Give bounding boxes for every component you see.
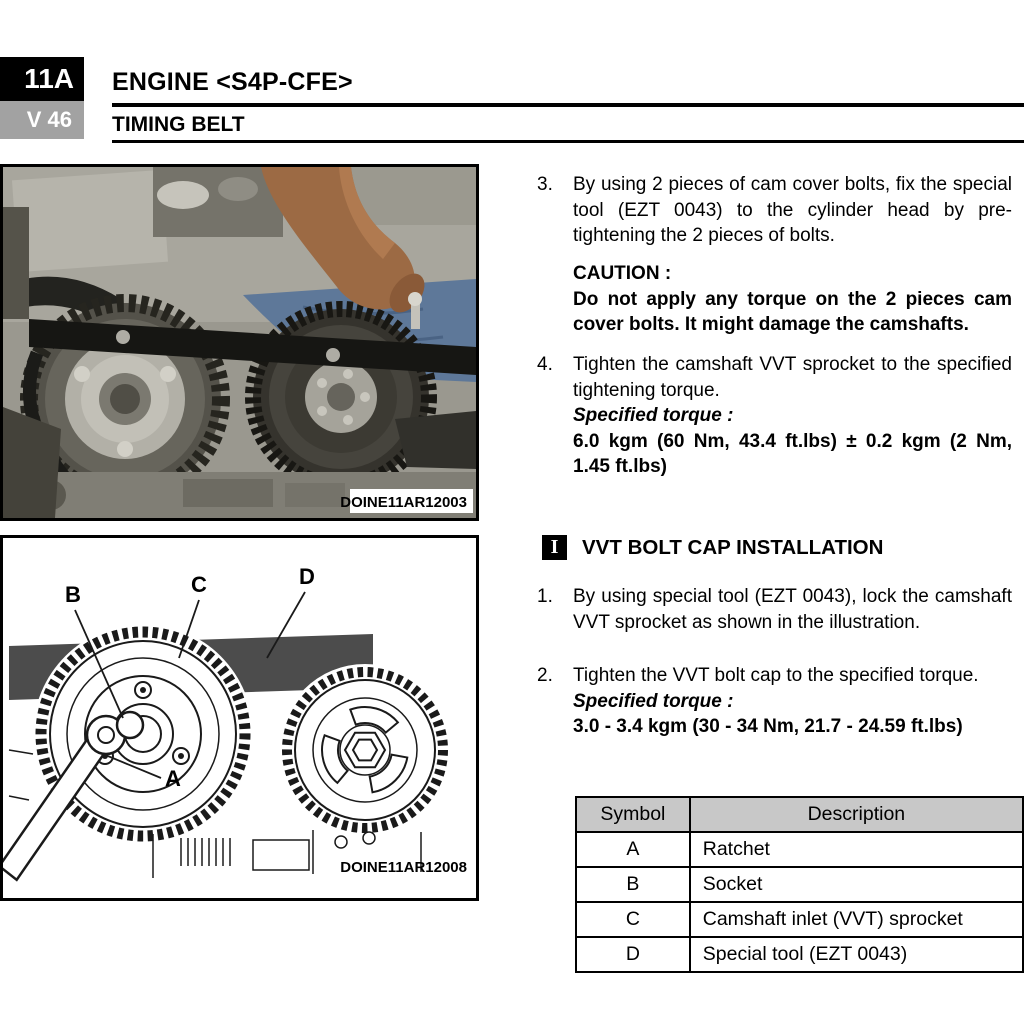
description-cell-b: Socket: [688, 866, 1024, 903]
photo-caption: DOINE11AR12003: [340, 489, 473, 513]
step-4-torque-value: 6.0 kgm (60 Nm, 43.4 ft.lbs) ± 0.2 kgm (…: [573, 430, 1012, 478]
label-a: A: [165, 766, 181, 791]
step-3-number: 3.: [537, 174, 553, 195]
step-1-text: By using special tool (EZT 0043), lock t…: [573, 586, 1012, 633]
caution-label: CAUTION :: [573, 263, 672, 284]
section-marker-icon: I: [542, 535, 567, 560]
engine-top-parts: [3, 167, 476, 325]
step-1: 1. By using special tool (EZT 0043), loc…: [535, 584, 1012, 635]
symbol-cell-d: D: [575, 936, 691, 973]
step-4-torque-label: Specified torque :: [573, 405, 734, 426]
table-row: A Ratchet: [575, 831, 1024, 868]
engine-photo-illustration: DOINE11AR12003: [3, 167, 476, 518]
step-3: 3. By using 2 pieces of cam cover bolts,…: [535, 172, 1012, 249]
hand: [261, 167, 425, 329]
step-4-number: 4.: [537, 354, 553, 375]
description-cell-d: Special tool (EZT 0043): [688, 936, 1024, 973]
caution-text: Do not apply any torque on the 2 pieces …: [573, 288, 1012, 336]
figure-photo-timing-belt: DOINE11AR12003: [0, 164, 479, 521]
cam-cover-bolt: [411, 301, 420, 329]
chapter-code-badge: 11A: [0, 57, 84, 101]
label-b: B: [65, 582, 81, 607]
symbol-cell-c: C: [575, 901, 691, 938]
diagram-sprocket-vvt: [33, 624, 253, 844]
step-2-number: 2.: [537, 665, 553, 686]
diagram-caption-text: DOINE11AR12008: [340, 859, 467, 876]
description-cell-c: Camshaft inlet (VVT) sprocket: [688, 901, 1024, 938]
step-1-number: 1.: [537, 586, 553, 607]
diagram-illustration: B C D A DOINE11AR12008: [3, 538, 476, 898]
table-header-row: Symbol Description: [575, 796, 1024, 833]
diagram-ratchet: [3, 710, 145, 882]
diagram-sprocket-right: [279, 664, 451, 849]
table-row: B Socket: [575, 866, 1024, 903]
page-code-badge: V 46: [0, 101, 84, 139]
step-4: 4. Tighten the camshaft VVT sprocket to …: [535, 352, 1012, 480]
step-2: 2. Tighten the VVT bolt cap to the speci…: [535, 663, 1012, 740]
caution-block: CAUTION : Do not apply any torque on the…: [573, 261, 1012, 338]
table-row: C Camshaft inlet (VVT) sprocket: [575, 901, 1024, 938]
label-c: C: [191, 572, 207, 597]
photo-caption-text: DOINE11AR12003: [340, 494, 467, 511]
step-2-text: Tighten the VVT bolt cap to the specifie…: [573, 665, 979, 686]
description-cell-a: Ratchet: [688, 831, 1024, 868]
step-3-text: By using 2 pieces of cam cover bolts, fi…: [573, 174, 1012, 246]
symbol-description-table: Symbol Description A Ratchet B Socket C …: [575, 796, 1024, 973]
section-title: VVT BOLT CAP INSTALLATION: [582, 535, 884, 559]
diagram-leader-lines: [74, 591, 306, 779]
section-header-vvt-bolt-cap: I VVT BOLT CAP INSTALLATION: [542, 535, 883, 560]
table-header-symbol: Symbol: [575, 796, 691, 833]
table-row: D Special tool (EZT 0043): [575, 936, 1024, 973]
table-header-description: Description: [688, 796, 1024, 833]
step-4-text: Tighten the camshaft VVT sprocket to the…: [573, 354, 1012, 401]
diagram-engine-details: [8, 749, 422, 878]
step-2-torque-label: Specified torque :: [573, 690, 734, 712]
step-2-torque-value: 3.0 - 3.4 kgm (30 - 34 Nm, 21.7 - 24.59 …: [573, 716, 963, 737]
symbol-cell-a: A: [575, 831, 691, 868]
socket: [115, 710, 145, 740]
subtitle-rule: [112, 140, 1024, 143]
page-title: ENGINE <S4P-CFE>: [112, 68, 353, 96]
title-rule: [112, 103, 1024, 107]
figure-diagram-vvt-lock: B C D A DOINE11AR12008: [0, 535, 479, 901]
special-tool-bar: [29, 319, 476, 375]
symbol-cell-b: B: [575, 866, 691, 903]
label-d: D: [299, 564, 315, 589]
page-subtitle: TIMING BELT: [112, 113, 245, 136]
